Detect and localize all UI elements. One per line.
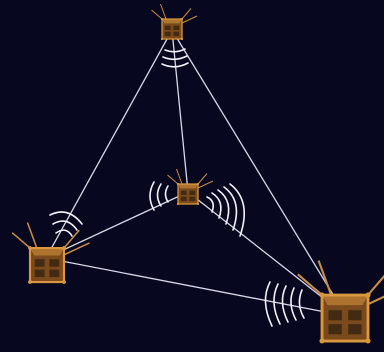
satellite-network-canvas <box>0 0 384 352</box>
satellite-network-illustration <box>0 0 384 352</box>
